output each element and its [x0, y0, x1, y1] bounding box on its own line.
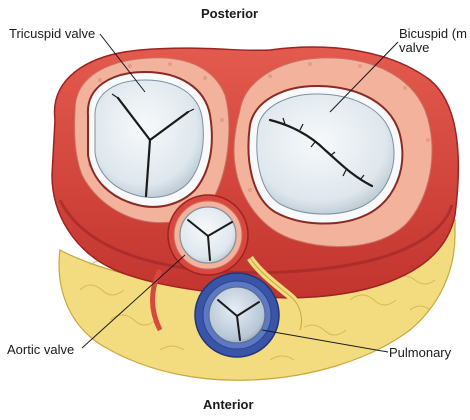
pulmonary-valve-label: Pulmonary [389, 345, 452, 360]
tricuspid-valve-label: Tricuspid valve [9, 26, 96, 41]
aortic-valve-label: Aortic valve [7, 342, 75, 357]
bicuspid-label-line1: Bicuspid (m [399, 26, 467, 41]
leader-lines [81, 33, 399, 353]
bicuspid-label-line2: valve [399, 40, 430, 55]
bicuspid-valve [247, 84, 404, 225]
tricuspid-leader [99, 33, 146, 93]
bicuspid-leader [329, 41, 399, 113]
bicuspid-valve-label: Bicuspid (m valve [399, 27, 467, 55]
pulmonary-valve [194, 272, 280, 358]
aortic-leader [81, 254, 186, 349]
pulmonary-leader [261, 329, 389, 353]
posterior-label: Posterior [201, 6, 259, 21]
aortic-valve [167, 194, 249, 276]
anterior-label: Anterior [203, 397, 254, 412]
coronary-vessels [150, 255, 306, 332]
tricuspid-valve [86, 70, 213, 208]
